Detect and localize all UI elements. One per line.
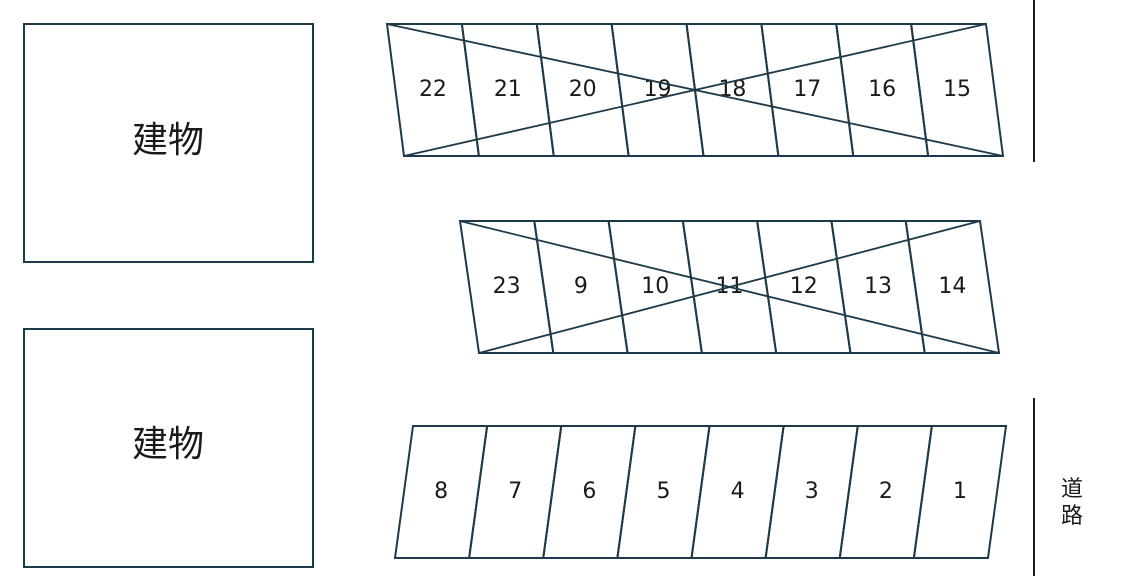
- building-top-label: 建物: [132, 120, 204, 161]
- stall-number-bottom-3: 5: [656, 479, 670, 504]
- stall-number-top-0: 22: [419, 77, 447, 102]
- parking-row-bottom: 8 7 6 5 4 3 2 1: [393, 425, 1008, 559]
- stall-number-middle-6: 14: [938, 274, 966, 299]
- stall-number-bottom-5: 3: [805, 479, 819, 504]
- building-bottom-label: 建物: [132, 424, 204, 465]
- stall-number-top-5: 17: [793, 77, 821, 102]
- parking-stall-bottom-7: [912, 425, 1008, 559]
- stall-number-middle-5: 13: [864, 274, 892, 299]
- road: 道 路: [1033, 0, 1083, 576]
- stall-number-top-7: 15: [943, 77, 971, 102]
- stall-number-bottom-2: 6: [582, 479, 596, 504]
- stall-number-bottom-1: 7: [508, 479, 522, 504]
- building-top: 建物: [23, 23, 314, 263]
- building-bottom: 建物: [23, 328, 314, 568]
- stall-number-top-1: 21: [494, 77, 522, 102]
- stall-number-bottom-6: 2: [879, 479, 893, 504]
- road-label-line1: 道: [1061, 477, 1083, 502]
- stall-number-middle-4: 12: [790, 274, 818, 299]
- stall-number-middle-0: 23: [493, 274, 521, 299]
- cross-line-middle-b: [478, 220, 981, 354]
- parking-row-middle: 2391011121314: [458, 220, 1001, 354]
- cross-line-top-b: [403, 23, 987, 157]
- stall-number-middle-1: 9: [574, 274, 588, 299]
- stall-number-top-2: 20: [569, 77, 597, 102]
- stall-number-bottom-4: 4: [731, 479, 745, 504]
- stall-number-bottom-7: 1: [953, 479, 967, 504]
- stall-number-bottom-0: 8: [434, 479, 448, 504]
- stall-number-top-6: 16: [868, 77, 896, 102]
- road-label-line2: 路: [1061, 504, 1083, 529]
- stall-number-middle-2: 10: [641, 274, 669, 299]
